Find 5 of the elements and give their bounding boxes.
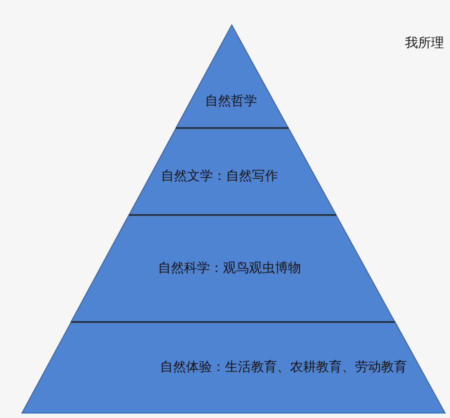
level-label: 自然哲学	[204, 94, 257, 110]
level-label: 自然体验：生活教育、农耕教育、劳动教育	[160, 360, 407, 376]
note-text: 我所理	[405, 35, 444, 52]
level-label: 自然文学：自然写作	[160, 169, 278, 185]
level-label: 自然科学：观鸟观虫博物	[158, 261, 301, 277]
